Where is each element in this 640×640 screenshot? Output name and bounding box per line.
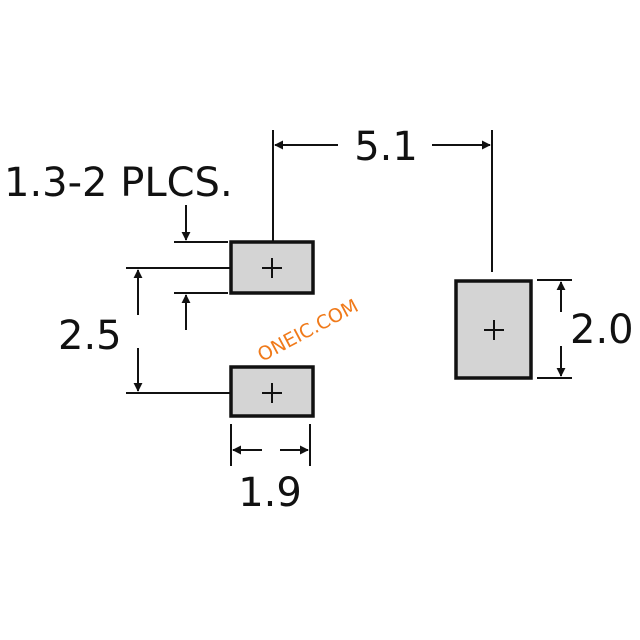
dimension-2-0: 2.0 (537, 279, 634, 379)
pad-right (454, 279, 533, 380)
pad-upper-left (229, 240, 315, 295)
dimension-1-3 (174, 205, 228, 330)
label-2-5: 2.5 (58, 313, 122, 359)
label-5-1: 5.1 (354, 124, 418, 170)
watermark-text: ONEIC.COM (254, 295, 362, 366)
dimension-5-1: 5.1 (272, 124, 493, 272)
label-2-0: 2.0 (570, 307, 634, 353)
dimension-1-9: 1.9 (230, 424, 311, 516)
label-1-9: 1.9 (238, 470, 302, 516)
pad-lower-left (229, 365, 315, 418)
label-pad-height-note: 1.3-2 PLCS. (4, 160, 233, 206)
